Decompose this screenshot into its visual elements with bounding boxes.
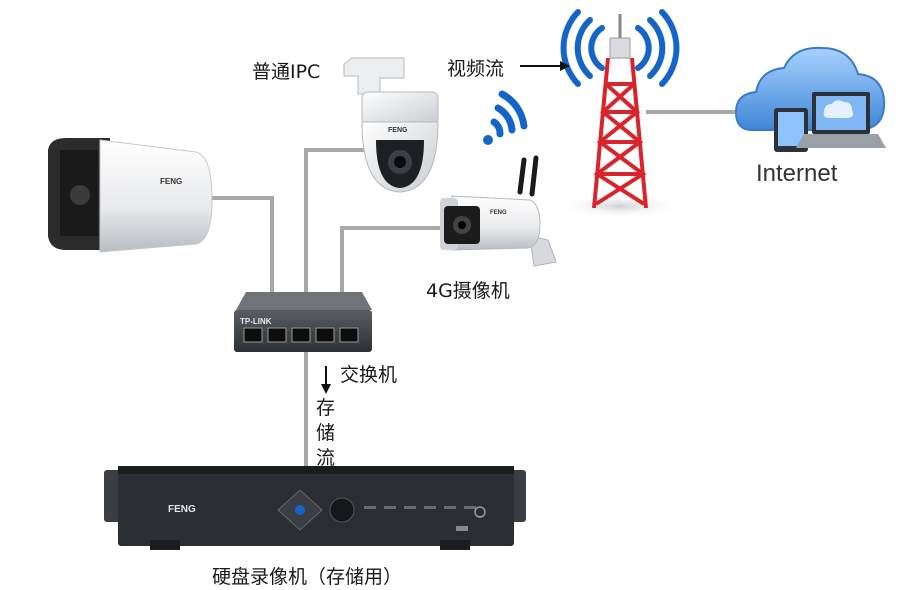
storage-stream-arrow: [321, 366, 331, 394]
cell-tower: [558, 9, 682, 218]
switch-label: 交换机: [340, 364, 398, 386]
storage-stream-label: 存储流: [316, 397, 336, 469]
ptz-camera-brand: FENG: [388, 127, 408, 134]
nvr-label: 硬盘录像机（存储用）: [212, 566, 403, 588]
video-stream-arrow: [520, 61, 570, 71]
cable-4g-to-switch: [340, 226, 442, 300]
switch-brand: TP-LINK: [240, 317, 272, 326]
nvr-recorder: FENG: [104, 466, 526, 550]
switch-ports: [243, 327, 359, 343]
network-switch: TP-LINK: [234, 292, 372, 352]
camera-4g-label: 4G摄像机: [426, 280, 510, 302]
camera-4g: FENG: [440, 155, 557, 267]
internet-cloud: [734, 46, 886, 152]
internet-label: Internet: [756, 160, 838, 187]
wifi-signal-icon: [483, 90, 528, 145]
bullet-camera: FENG: [48, 138, 213, 253]
cable-bullet-to-switch: [210, 196, 274, 300]
camera-4g-brand: FENG: [490, 210, 507, 216]
cables: [210, 110, 752, 467]
nvr-indicator-lights: [364, 506, 476, 509]
nvr-brand: FENG: [168, 504, 196, 515]
ipc-label: 普通IPC: [252, 61, 321, 83]
bullet-camera-brand: FENG: [160, 177, 182, 186]
cable-ipc-to-switch: [304, 148, 378, 300]
video-stream-label: 视频流: [447, 58, 505, 80]
tower-signal-waves: [560, 9, 680, 87]
ptz-dome-camera: FENG: [343, 57, 439, 193]
